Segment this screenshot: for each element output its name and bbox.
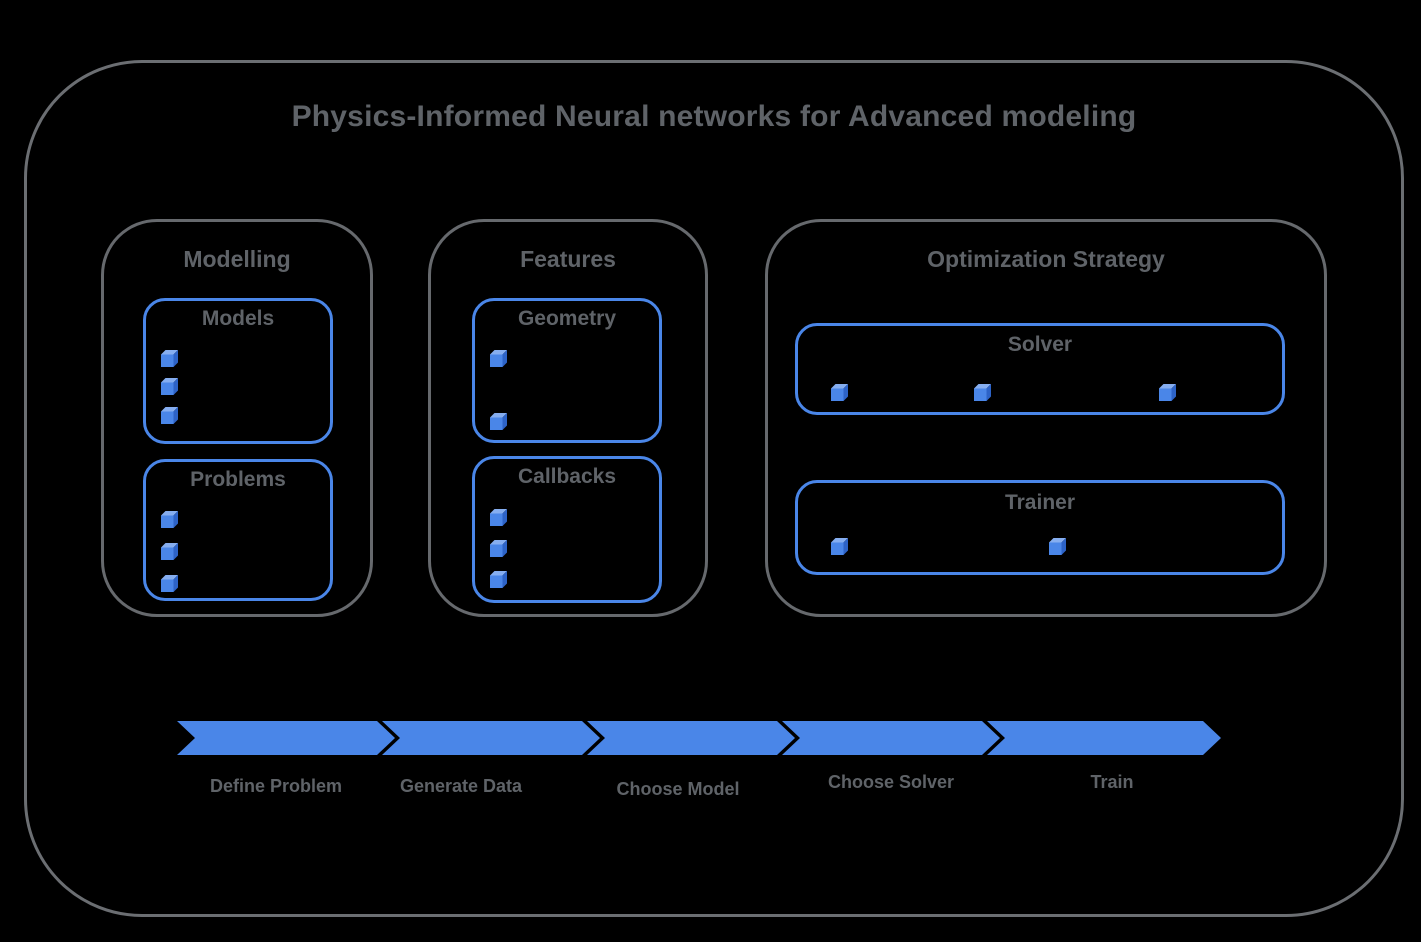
- page-title: Physics-Informed Neural networks for Adv…: [291, 100, 1137, 133]
- cube-3d-icon: [490, 509, 507, 526]
- flow-arrow-train: [987, 721, 1221, 755]
- panel-modelling: Modelling: [101, 219, 373, 617]
- panel-optimization-title: Optimization Strategy: [927, 246, 1165, 272]
- cube-3d-icon: [1049, 538, 1066, 555]
- panel-optimization-strategy: Optimization Strategy: [765, 219, 1327, 617]
- box-geometry-title: Geometry: [517, 307, 617, 330]
- flow-step-label: Train: [1090, 772, 1134, 792]
- box-solver-title: Solver: [1007, 333, 1073, 356]
- cube-3d-icon: [161, 511, 178, 528]
- cube-3d-icon: [1159, 384, 1176, 401]
- flow-step-label: Define Problem: [209, 776, 343, 796]
- cube-3d-icon: [831, 384, 848, 401]
- diagram-outer-frame: [24, 60, 1404, 917]
- cube-3d-icon: [490, 413, 507, 430]
- cube-3d-icon: [161, 350, 178, 367]
- cube-3d-icon: [974, 384, 991, 401]
- cube-3d-icon: [161, 543, 178, 560]
- box-problems: Problems: [143, 459, 333, 601]
- flow-step-label: Choose Solver: [827, 772, 955, 792]
- panel-features: Features: [428, 219, 708, 617]
- box-models: Models: [143, 298, 333, 444]
- flow-arrow-choose-solver: [782, 721, 1000, 755]
- flow-step-label: Choose Model: [616, 779, 740, 799]
- cube-3d-icon: [831, 538, 848, 555]
- box-geometry: Geometry: [472, 298, 662, 443]
- panel-modelling-title: Modelling: [183, 246, 291, 272]
- cube-3d-icon: [161, 407, 178, 424]
- flow-arrow-choose-model: [587, 721, 795, 755]
- box-trainer-title: Trainer: [1004, 491, 1076, 514]
- cube-3d-icon: [161, 378, 178, 395]
- box-callbacks-title: Callbacks: [517, 465, 617, 488]
- cube-3d-icon: [490, 540, 507, 557]
- box-solver: Solver: [795, 323, 1285, 415]
- box-problems-title: Problems: [190, 468, 286, 491]
- box-callbacks: Callbacks: [472, 456, 662, 603]
- box-trainer: Trainer: [795, 480, 1285, 575]
- flow-arrow-define-problem: [177, 721, 395, 755]
- cube-3d-icon: [490, 571, 507, 588]
- flow-arrow-generate-data: [382, 721, 600, 755]
- cube-3d-icon: [161, 575, 178, 592]
- panel-features-title: Features: [520, 246, 616, 272]
- box-models-title: Models: [201, 307, 275, 330]
- flow-step-label: Generate Data: [399, 776, 523, 796]
- cube-3d-icon: [490, 350, 507, 367]
